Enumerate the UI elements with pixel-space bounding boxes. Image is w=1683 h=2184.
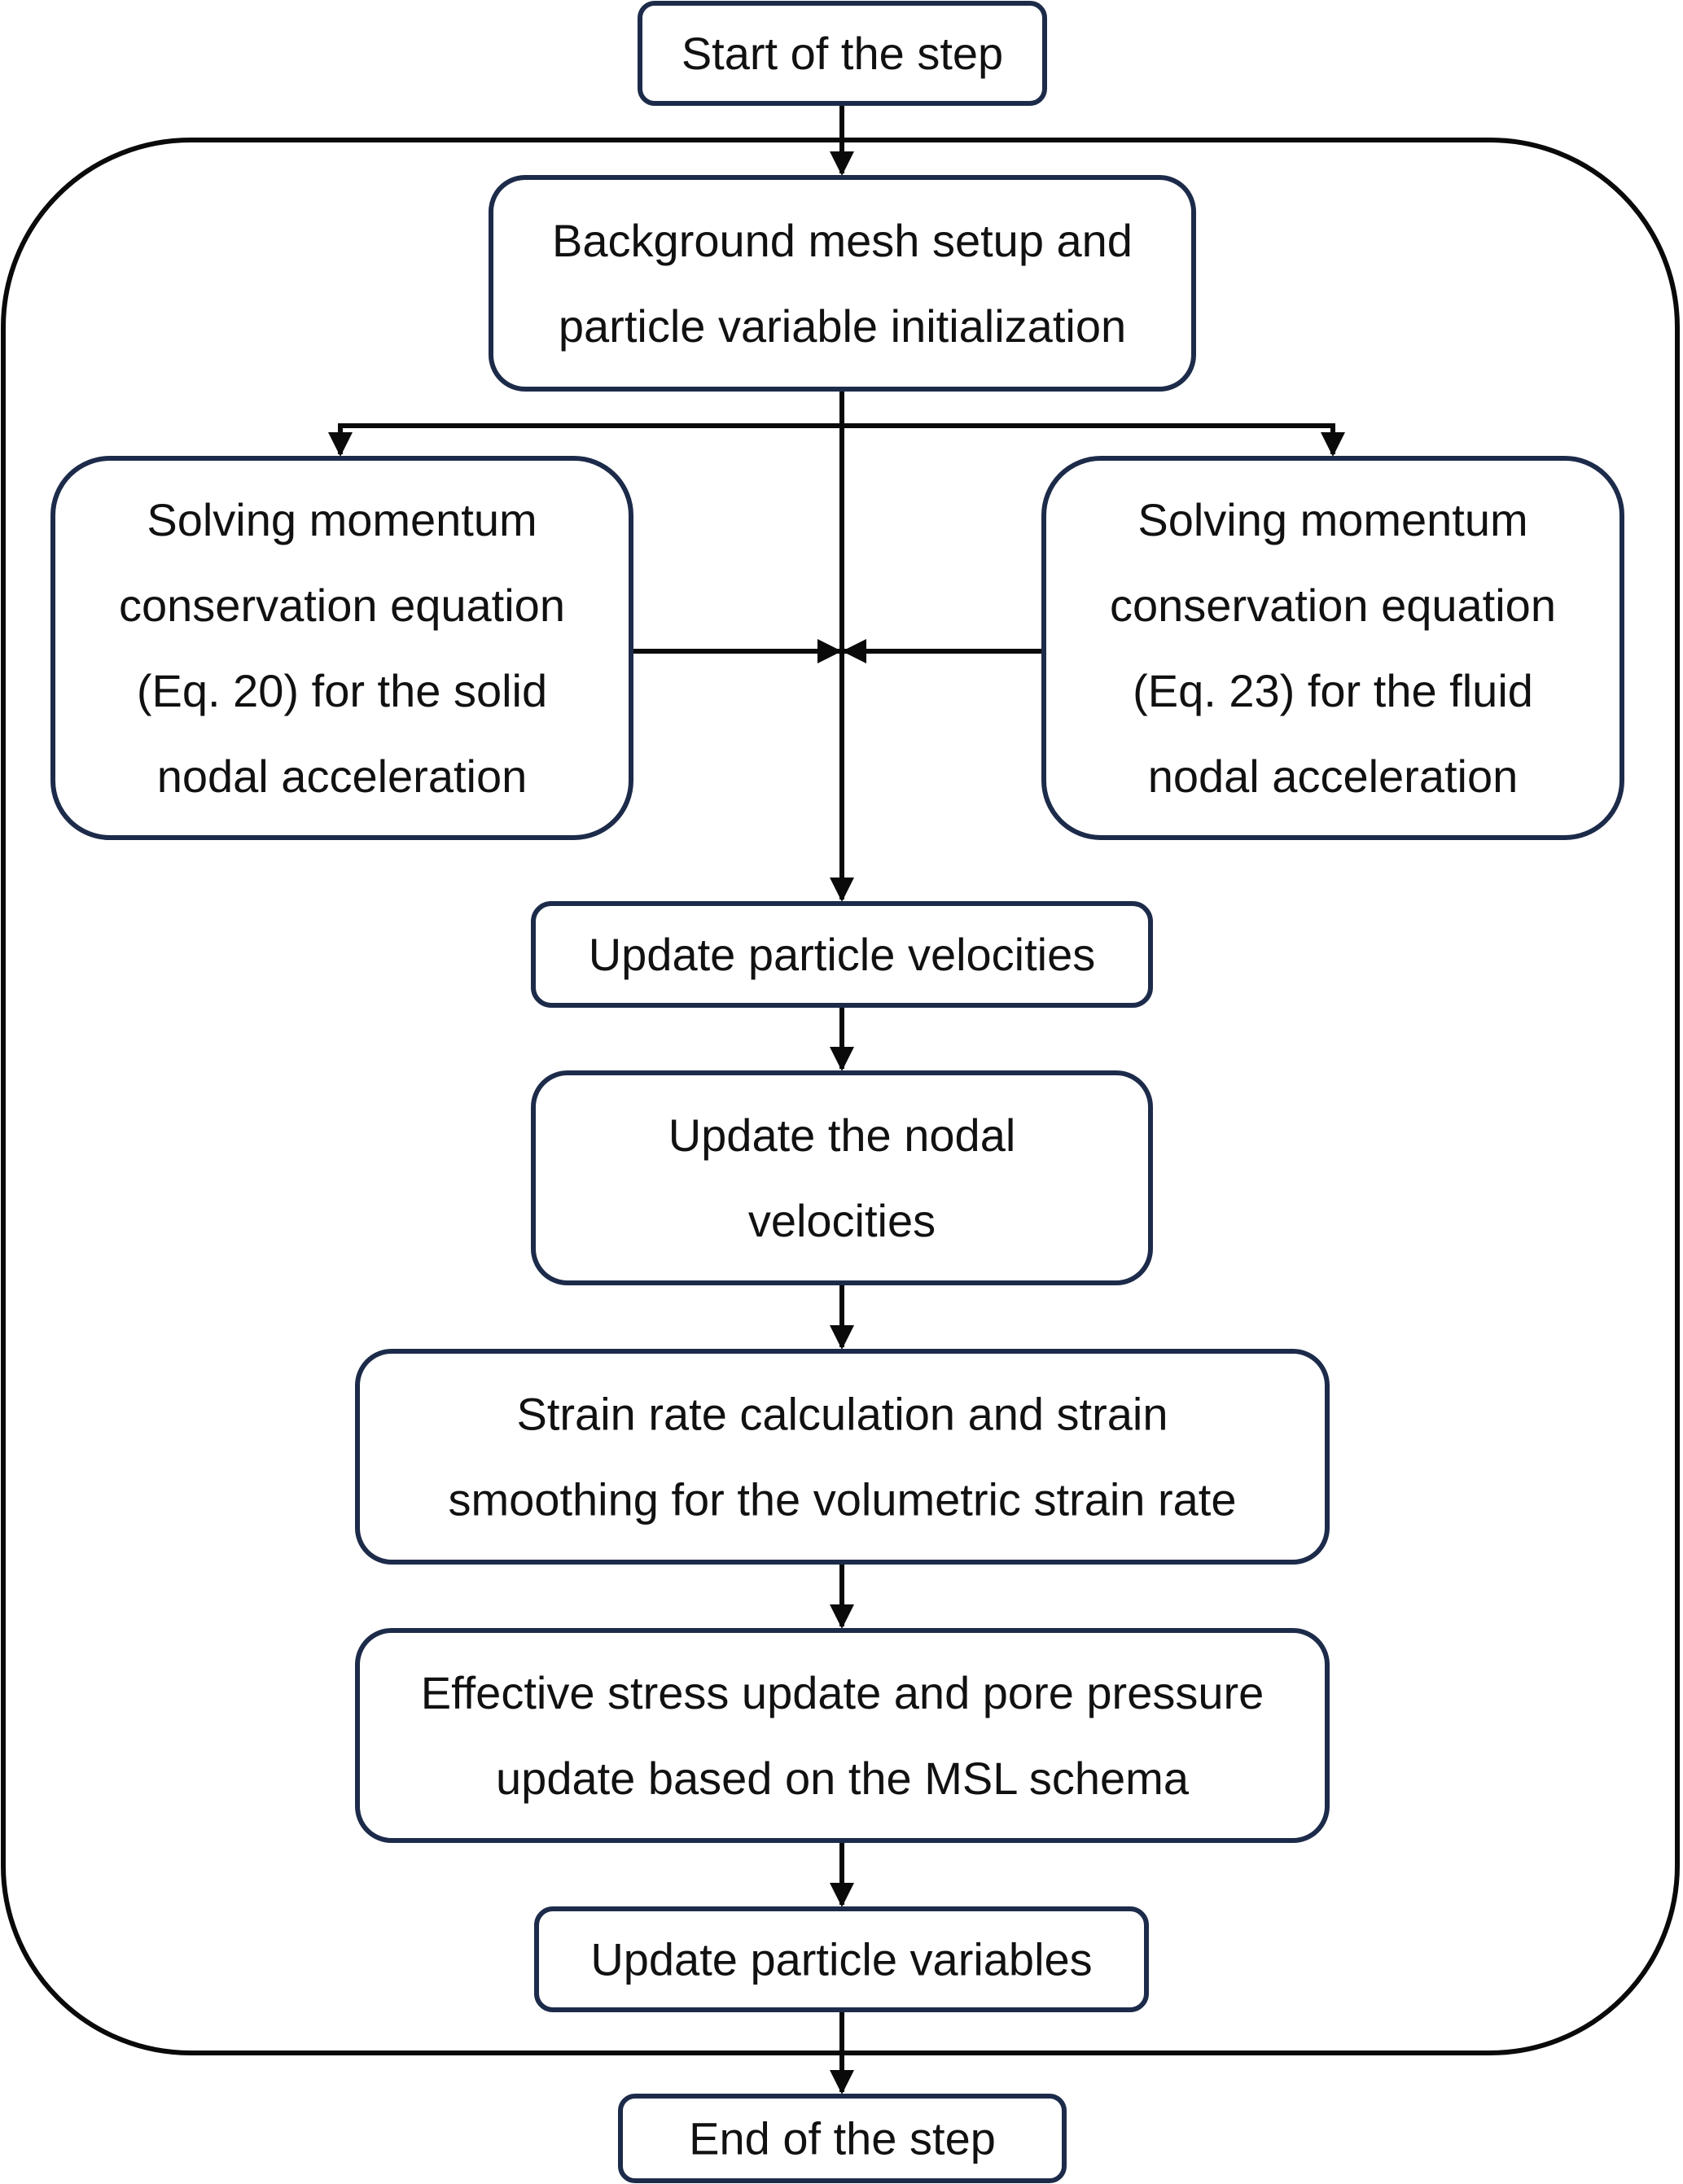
update-particle-velocities-label-line-1: Update particle velocities [589,929,1096,980]
update-particle-variables-box [534,1906,1149,2012]
solid-momentum-label-line-3: (Eq. 20) for the solid [137,665,547,716]
end-label-line-1: End of the step [689,2113,996,2164]
mesh-setup-label-line-1: Background mesh setup and [552,215,1133,266]
strain-rate-label-line-2: smoothing for the volumetric strain rate [449,1474,1237,1525]
update-nodal-velocities-box [531,1070,1153,1285]
solid-momentum-box [50,456,633,840]
start-box [638,1,1047,106]
solid-momentum-label-line-4: nodal acceleration [157,751,528,802]
stress-update-label-line-1: Effective stress update and pore pressur… [421,1667,1264,1718]
strain-rate-label-line-1: Strain rate calculation and strain [517,1389,1168,1440]
mesh-setup-box [489,175,1196,392]
fluid-momentum-label-line-4: nodal acceleration [1148,751,1519,802]
fluid-momentum-label-line-1: Solving momentum [1137,494,1527,545]
fluid-momentum-label-line-2: conservation equation [1110,580,1556,631]
strain-rate-box [355,1349,1330,1565]
mesh-setup-label-line-2: particle variable initialization [559,300,1126,352]
update-particle-variables-label-line-1: Update particle variables [590,1934,1092,1985]
end-box [618,2094,1067,2183]
update-particle-velocities-box [531,901,1153,1008]
solid-momentum-label-line-2: conservation equation [119,580,565,631]
connectors [328,103,1345,2094]
fluid-momentum-box [1041,456,1624,840]
stress-update-label-line-2: update based on the MSL schema [496,1753,1190,1804]
stress-update-box [355,1628,1330,1843]
fluid-momentum-label-line-3: (Eq. 23) for the fluid [1133,665,1533,716]
update-nodal-velocities-label-line-1: Update the nodal [668,1110,1016,1161]
update-nodal-velocities-label-line-2: velocities [748,1195,936,1246]
solid-momentum-label-line-1: Solving momentum [147,494,537,545]
start-label-line-1: Start of the step [682,28,1003,79]
